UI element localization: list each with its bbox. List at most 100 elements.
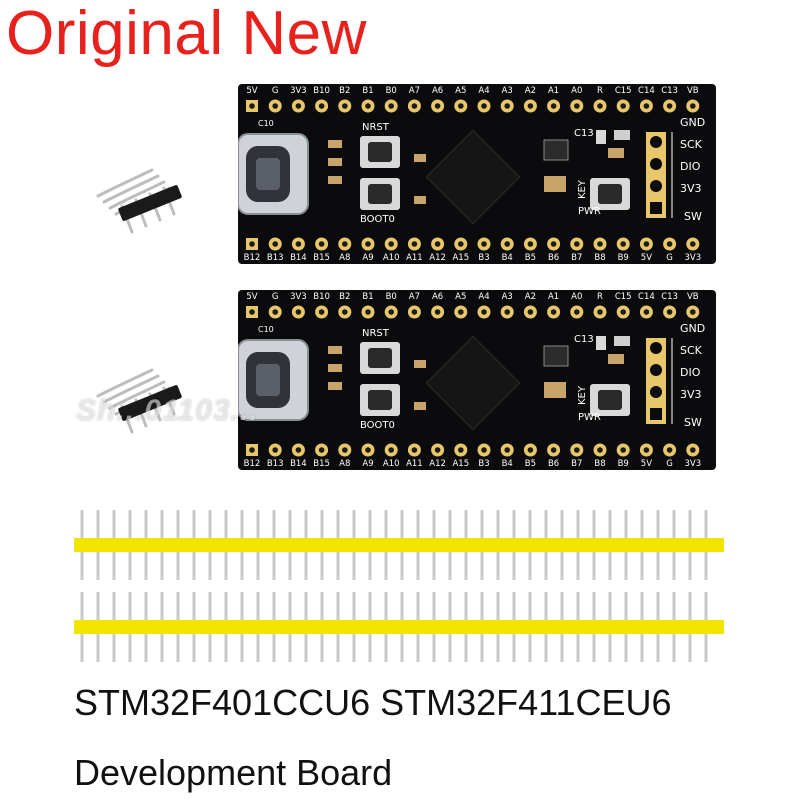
c10-label: C10 xyxy=(258,325,274,334)
c13-label: C13 xyxy=(574,128,594,139)
pin-hole xyxy=(690,309,696,315)
pin-hole xyxy=(342,241,348,247)
pin-hole xyxy=(434,241,441,247)
pin-header-strip xyxy=(74,510,724,580)
pin-header-strip xyxy=(74,592,724,662)
pwr-label: PWR xyxy=(578,206,601,217)
pin-hole xyxy=(597,447,603,453)
headline: Original New xyxy=(6,0,367,68)
pin-label: C15 xyxy=(615,292,632,302)
pin-label: R xyxy=(597,292,603,302)
pin-label: B2 xyxy=(339,86,350,96)
angled-pin-header xyxy=(92,166,202,236)
pin-label: B12 xyxy=(244,253,261,263)
pin-label: B5 xyxy=(525,253,536,263)
pin-hole xyxy=(365,447,371,453)
pin-hole xyxy=(388,447,394,453)
pin-label: A4 xyxy=(478,86,489,96)
pin-label: A0 xyxy=(571,292,582,302)
pin-hole xyxy=(342,309,348,315)
pin-hole xyxy=(481,309,487,315)
pin-label: 5V xyxy=(246,292,257,302)
pin-label: A15 xyxy=(452,253,469,263)
pin-label: A12 xyxy=(429,459,446,469)
pin-hole xyxy=(643,309,650,315)
pin-label: 3V3 xyxy=(290,86,307,96)
pin-label: 3V3 xyxy=(684,459,701,469)
pin-label: A5 xyxy=(455,292,466,302)
pin-hole xyxy=(527,309,534,315)
pin-label: G xyxy=(272,86,279,96)
pin-label: B9 xyxy=(618,253,629,263)
pin-hole xyxy=(295,447,302,453)
pin-label: B3 xyxy=(478,253,489,263)
pin-label: A11 xyxy=(406,253,423,263)
pin-hole xyxy=(388,103,394,109)
pin-label: B2 xyxy=(339,292,350,302)
pin-label: 5V xyxy=(641,253,652,263)
pin-hole xyxy=(504,103,511,109)
pin-label: 5V xyxy=(246,86,257,96)
pin-hole xyxy=(550,309,557,315)
pin-label: B5 xyxy=(525,459,536,469)
pin-hole xyxy=(504,309,511,315)
pin-label: A7 xyxy=(409,292,420,302)
pin-hole xyxy=(458,103,464,109)
pin-label: A4 xyxy=(478,292,489,302)
pin-hole xyxy=(458,309,464,315)
pin-hole xyxy=(458,447,464,453)
nrst-label: NRST xyxy=(362,328,390,339)
boot-label: BOOT0 xyxy=(360,420,395,431)
pin-hole xyxy=(504,447,511,453)
pin-label: B14 xyxy=(290,459,307,469)
pin-hole xyxy=(318,447,325,453)
pin-label: B4 xyxy=(502,253,513,263)
swd-sck-label: SCK xyxy=(680,138,703,151)
pin-label: G xyxy=(666,253,673,263)
pin-label: B14 xyxy=(290,253,307,263)
pin-label: A8 xyxy=(339,253,350,263)
pin-hole xyxy=(272,447,278,453)
pin-label: B9 xyxy=(618,459,629,469)
pin-hole xyxy=(318,241,325,247)
pin-hole xyxy=(597,103,603,109)
pin-hole xyxy=(365,103,371,109)
pin-hole xyxy=(365,241,371,247)
pin-hole xyxy=(666,103,673,109)
pin-label: A2 xyxy=(525,86,536,96)
pin-label: A15 xyxy=(452,459,469,469)
sw-label: SW xyxy=(684,416,702,429)
pin-hole xyxy=(666,447,673,453)
pin-label: B10 xyxy=(313,86,330,96)
pin-hole xyxy=(365,309,371,315)
c13-label: C13 xyxy=(574,334,594,345)
pin-hole xyxy=(574,309,580,315)
pin-hole xyxy=(411,447,418,453)
pin-label: B15 xyxy=(313,459,330,469)
pin-hole xyxy=(597,241,603,247)
pin-hole xyxy=(295,103,302,109)
pin-hole xyxy=(620,103,626,109)
header-plastic xyxy=(74,538,724,552)
pin-hole xyxy=(643,447,650,453)
pin-label: B0 xyxy=(386,292,397,302)
swd-3v3-label: 3V3 xyxy=(680,182,702,195)
pin-hole xyxy=(249,241,255,247)
pin-label: B7 xyxy=(571,459,582,469)
pin-hole xyxy=(295,309,302,315)
pin-hole xyxy=(342,447,348,453)
pin-label: A6 xyxy=(432,86,443,96)
watermark: Sh...01103... xyxy=(76,394,259,427)
pin-hole xyxy=(249,309,255,315)
c10-label: C10 xyxy=(258,119,274,128)
pin-hole xyxy=(643,241,650,247)
pin-label: B7 xyxy=(571,253,582,263)
pin-hole xyxy=(249,103,255,109)
pin-hole xyxy=(388,241,394,247)
pin-label: B1 xyxy=(362,86,373,96)
pin-hole xyxy=(481,103,487,109)
pin-hole xyxy=(550,241,557,247)
header-plastic xyxy=(74,620,724,634)
pin-label: 3V3 xyxy=(684,253,701,263)
